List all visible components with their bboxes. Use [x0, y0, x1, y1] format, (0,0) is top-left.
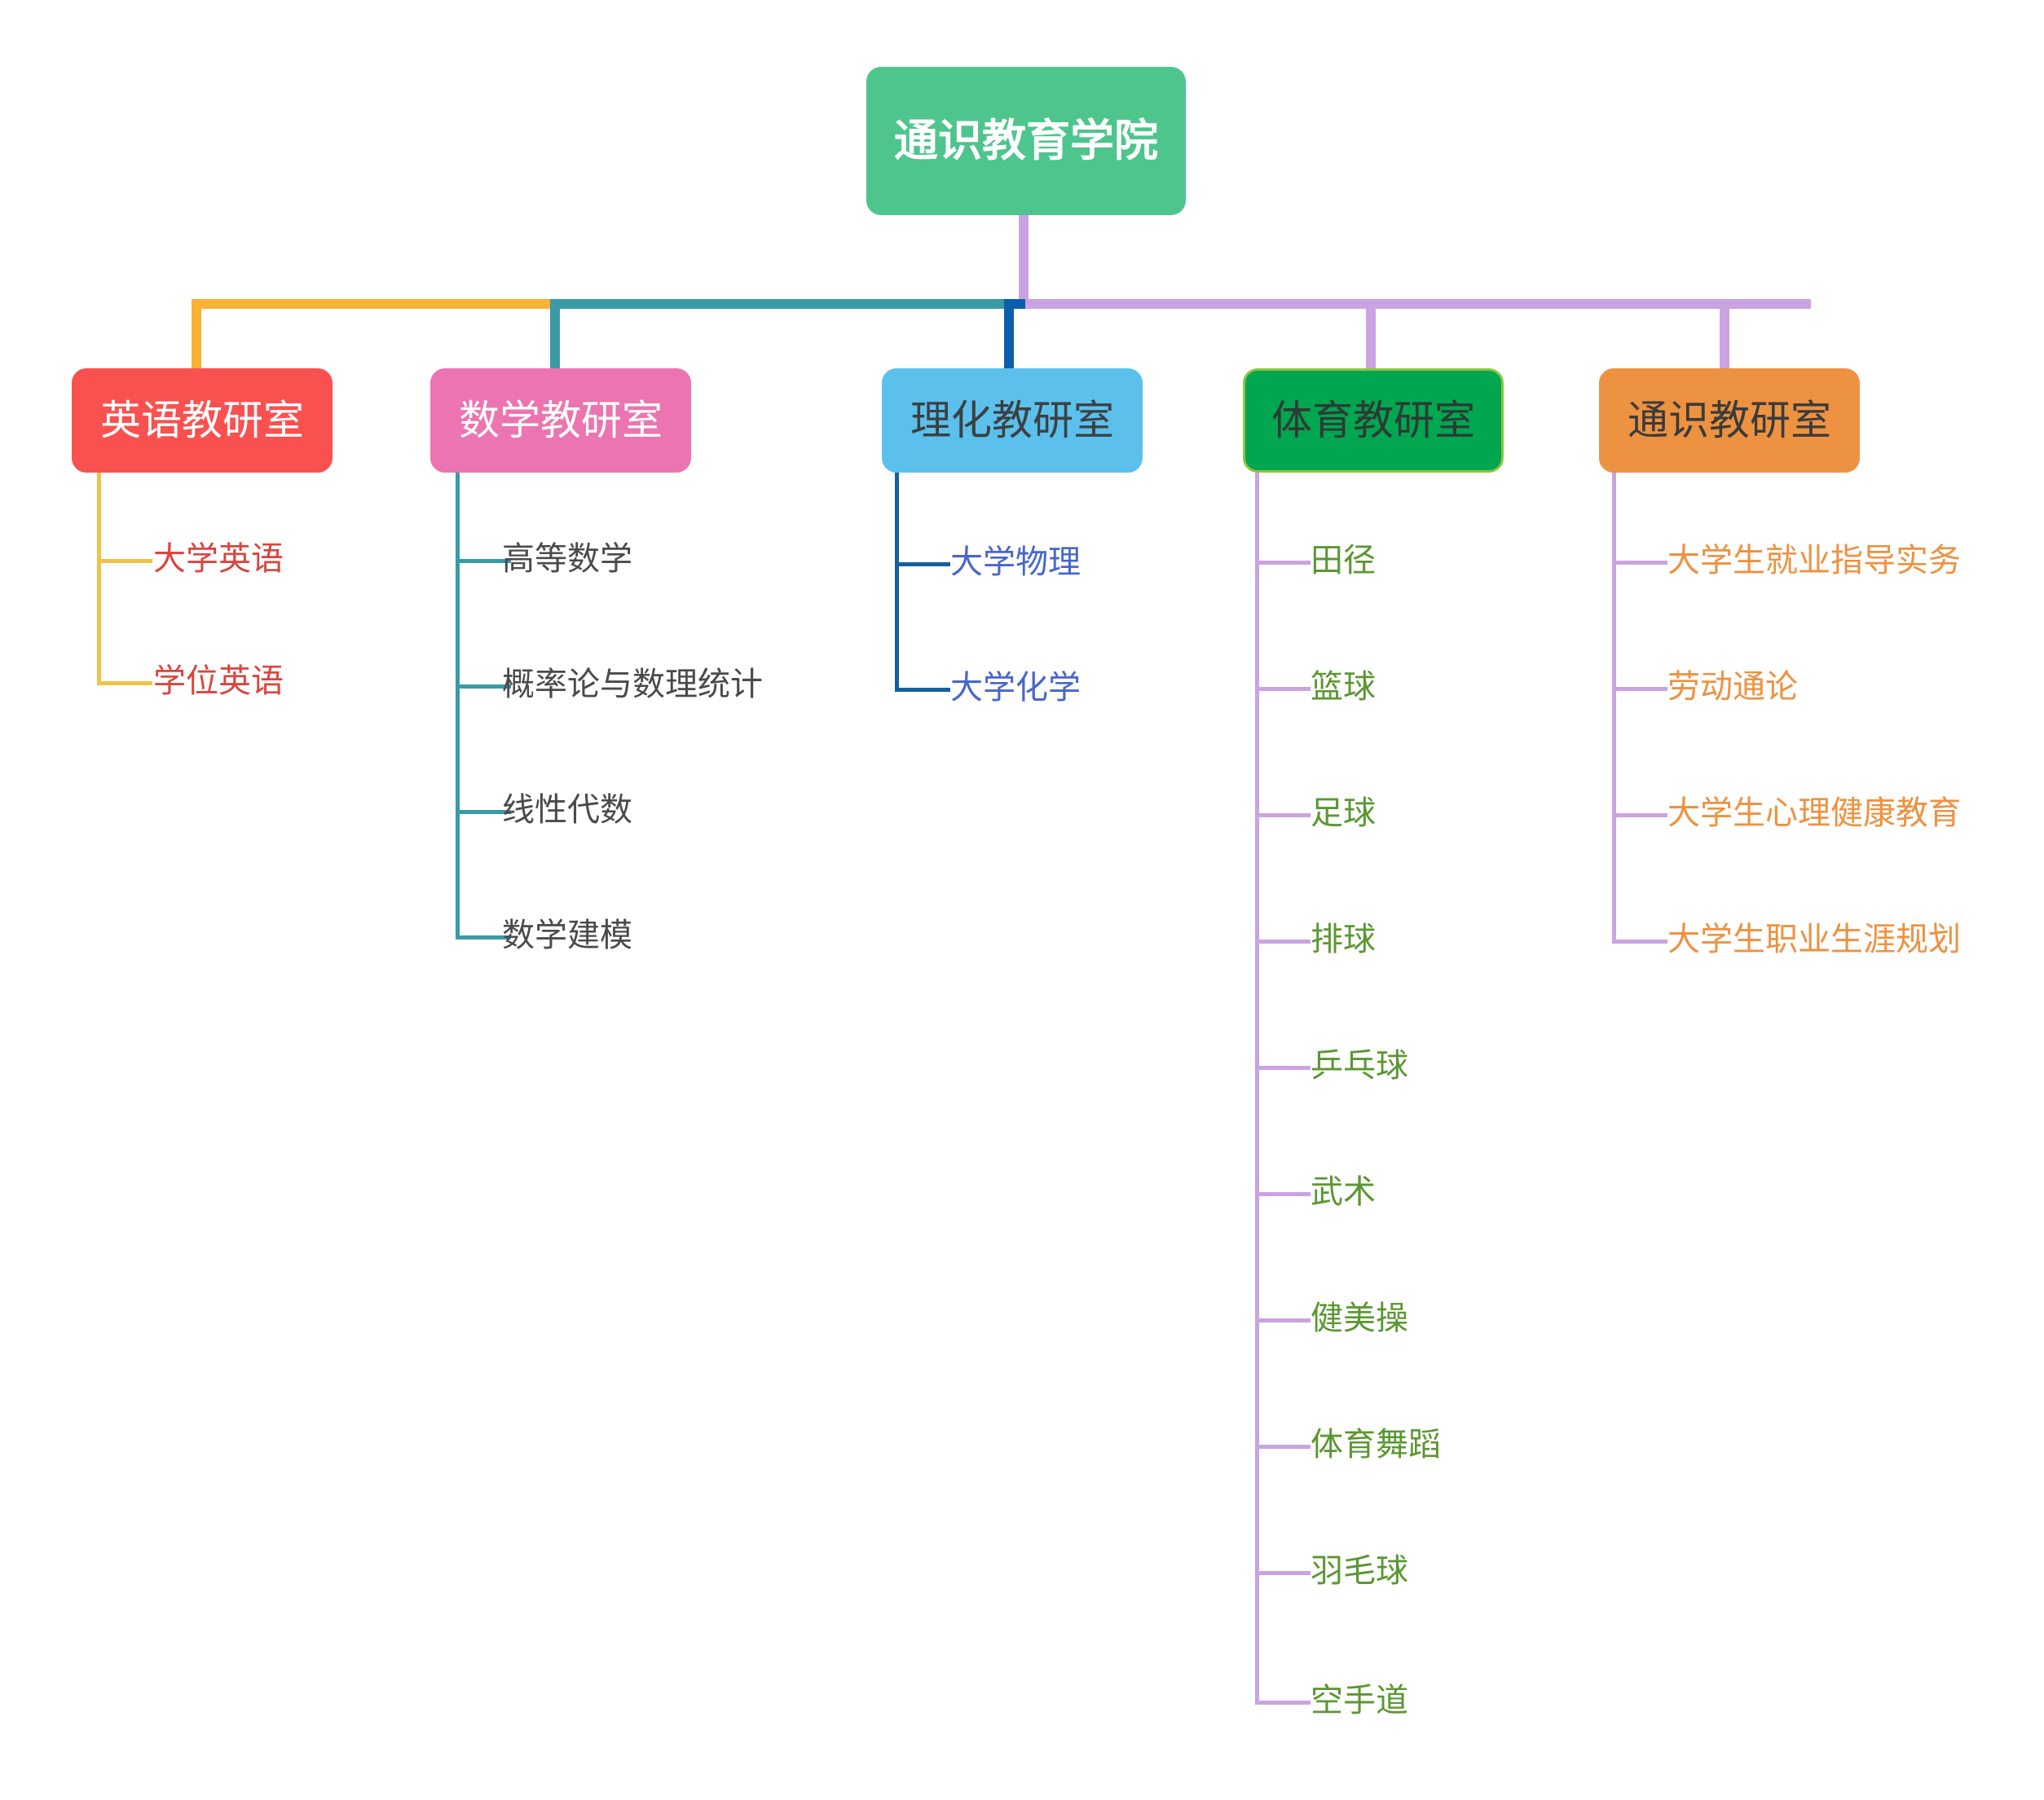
branch-spine-general	[1612, 473, 1616, 942]
leaf-pe-2[interactable]: 足球	[1311, 795, 1376, 831]
leaf-math-3[interactable]: 数学建模	[502, 918, 632, 953]
branch-stub-pe-4	[1255, 1066, 1311, 1070]
branch-stub-general-1	[1612, 687, 1667, 691]
leaf-english-1[interactable]: 学位英语	[153, 663, 284, 699]
branch-stub-pe-3	[1255, 940, 1311, 944]
branch-spine-science	[895, 473, 899, 688]
leaf-pe-4[interactable]: 乒乓球	[1311, 1048, 1408, 1084]
leaf-math-1[interactable]: 概率论与数理统计	[502, 667, 763, 702]
leaf-pe-5[interactable]: 武术	[1311, 1174, 1376, 1210]
department-label-physical-education: 体育教研室	[1271, 398, 1475, 443]
department-node-math[interactable]: 数学教研室	[430, 368, 691, 473]
branch-stub-pe-5	[1255, 1192, 1311, 1196]
branch-stub-math-3	[456, 935, 511, 940]
leaf-pe-3[interactable]: 排球	[1311, 922, 1376, 957]
branch-stub-math-2	[456, 810, 511, 814]
trunk-segment-general	[1019, 299, 1811, 309]
branch-stub-pe-2	[1255, 813, 1311, 817]
branch-stub-pe-7	[1255, 1445, 1311, 1449]
department-label-english: 英语教研室	[100, 398, 304, 443]
department-label-math: 数学教研室	[459, 398, 663, 443]
branch-spine-english	[97, 473, 101, 681]
root-node-label: 通识教育学院	[894, 117, 1158, 165]
branch-stub-pe-6	[1255, 1318, 1311, 1322]
trunk-segment-english	[192, 299, 550, 309]
branch-stub-general-0	[1612, 561, 1667, 565]
leaf-general-0[interactable]: 大学生就业指导实务	[1667, 543, 1961, 579]
branch-stub-english-1	[97, 681, 152, 685]
leaf-pe-7[interactable]: 体育舞蹈	[1311, 1427, 1441, 1463]
department-label-science: 理化教研室	[910, 398, 1114, 443]
department-node-science[interactable]: 理化教研室	[882, 368, 1143, 473]
root-stem-connector	[1019, 213, 1029, 303]
branch-stub-math-1	[456, 684, 511, 689]
leaf-pe-0[interactable]: 田径	[1311, 543, 1376, 579]
branch-spine-physical-education	[1255, 473, 1259, 1705]
leaf-pe-9[interactable]: 空手道	[1311, 1683, 1408, 1719]
leaf-math-2[interactable]: 线性代数	[502, 792, 632, 828]
department-label-general: 通识教研室	[1628, 398, 1831, 443]
leaf-english-0[interactable]: 大学英语	[153, 541, 284, 577]
leaf-pe-8[interactable]: 羽毛球	[1311, 1553, 1408, 1589]
leaf-science-0[interactable]: 大学物理	[950, 544, 1081, 580]
leaf-pe-1[interactable]: 篮球	[1311, 669, 1376, 705]
branch-stub-general-3	[1612, 940, 1667, 944]
leaf-math-0[interactable]: 高等数学	[502, 541, 632, 577]
department-node-english[interactable]: 英语教研室	[72, 368, 333, 473]
root-node-general-education-college[interactable]: 通识教育学院	[866, 67, 1186, 215]
branch-stub-math-0	[456, 559, 511, 563]
branch-stub-general-2	[1612, 813, 1667, 817]
leaf-general-1[interactable]: 劳动通论	[1667, 669, 1798, 705]
branch-stub-science-1	[895, 688, 950, 692]
branch-stub-pe-0	[1255, 561, 1311, 565]
branch-spine-math	[456, 473, 460, 935]
leaf-general-3[interactable]: 大学生职业生涯规划	[1667, 922, 1961, 957]
branch-stub-pe-1	[1255, 687, 1311, 691]
department-node-general[interactable]: 通识教研室	[1599, 368, 1860, 473]
branch-stub-pe-8	[1255, 1571, 1311, 1575]
leaf-pe-6[interactable]: 健美操	[1311, 1300, 1408, 1336]
department-node-physical-education[interactable]: 体育教研室	[1243, 368, 1504, 473]
leaf-science-1[interactable]: 大学化学	[950, 670, 1081, 706]
branch-stub-pe-9	[1255, 1701, 1311, 1705]
branch-stub-science-0	[895, 562, 950, 566]
leaf-general-2[interactable]: 大学生心理健康教育	[1667, 795, 1961, 831]
branch-stub-english-0	[97, 559, 152, 563]
trunk-segment-math	[550, 299, 1011, 309]
